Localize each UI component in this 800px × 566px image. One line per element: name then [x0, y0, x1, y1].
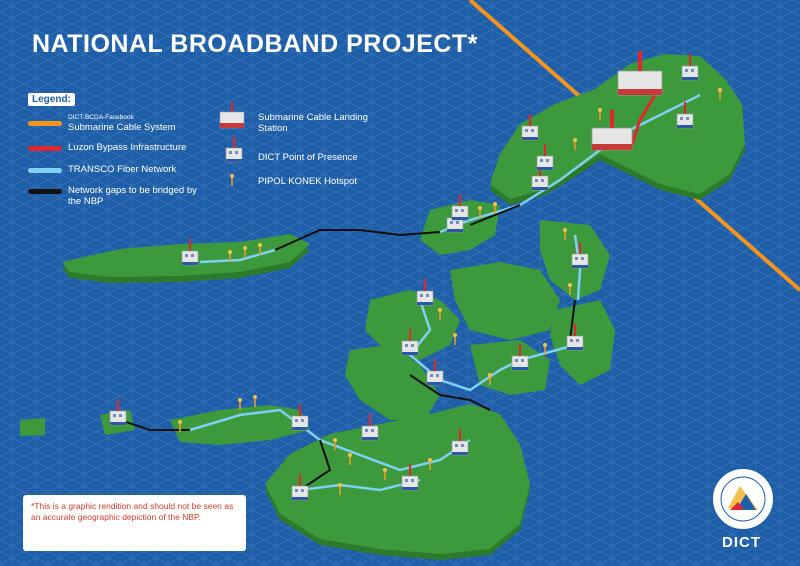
legend-item-submarine-cable-small: DICT-BCDA-Facebook [68, 114, 134, 121]
legend-item-submarine-cable-label: Submarine Cable System [68, 122, 176, 133]
legend-item-hotspot: PIPOL KONEK Hotspot [258, 176, 357, 187]
luzon-bypass-route [628, 94, 657, 151]
network-gap-route [119, 204, 576, 491]
legend-swatch-submarine-cable [28, 121, 62, 126]
legend-item-network-gap: Network gaps to be bridged by the NBP [68, 185, 197, 207]
legend-item-point-of-presence: DICT Point of Presence [258, 152, 358, 163]
dict-seal-icon [711, 467, 775, 531]
legend-swatch-network-gap [28, 189, 62, 194]
legend-item-landing-station: Submarine Cable Landing Station [258, 112, 368, 134]
page-title: NATIONAL BROADBAND PROJECT* [32, 30, 478, 58]
landing-station-markers [591, 51, 663, 151]
legend-swatch-luzon-bypass [28, 146, 62, 151]
legend-item-transco: TRANSCO Fiber Network [68, 164, 177, 175]
legend-item-submarine-cable: DICT-BCDA-Facebook Submarine Cable Syste… [68, 114, 176, 133]
dict-logo-text: DICT [722, 534, 761, 551]
legend-heading: Legend: [28, 93, 75, 106]
disclaimer-note: *This is a graphic rendition and should … [23, 495, 246, 551]
legend-item-luzon-bypass: Luzon Bypass Infrastructure [68, 142, 187, 153]
legend-landing-station-icon [219, 102, 245, 129]
legend-swatch-transco [28, 168, 62, 173]
transco-fiber-route [189, 93, 701, 492]
